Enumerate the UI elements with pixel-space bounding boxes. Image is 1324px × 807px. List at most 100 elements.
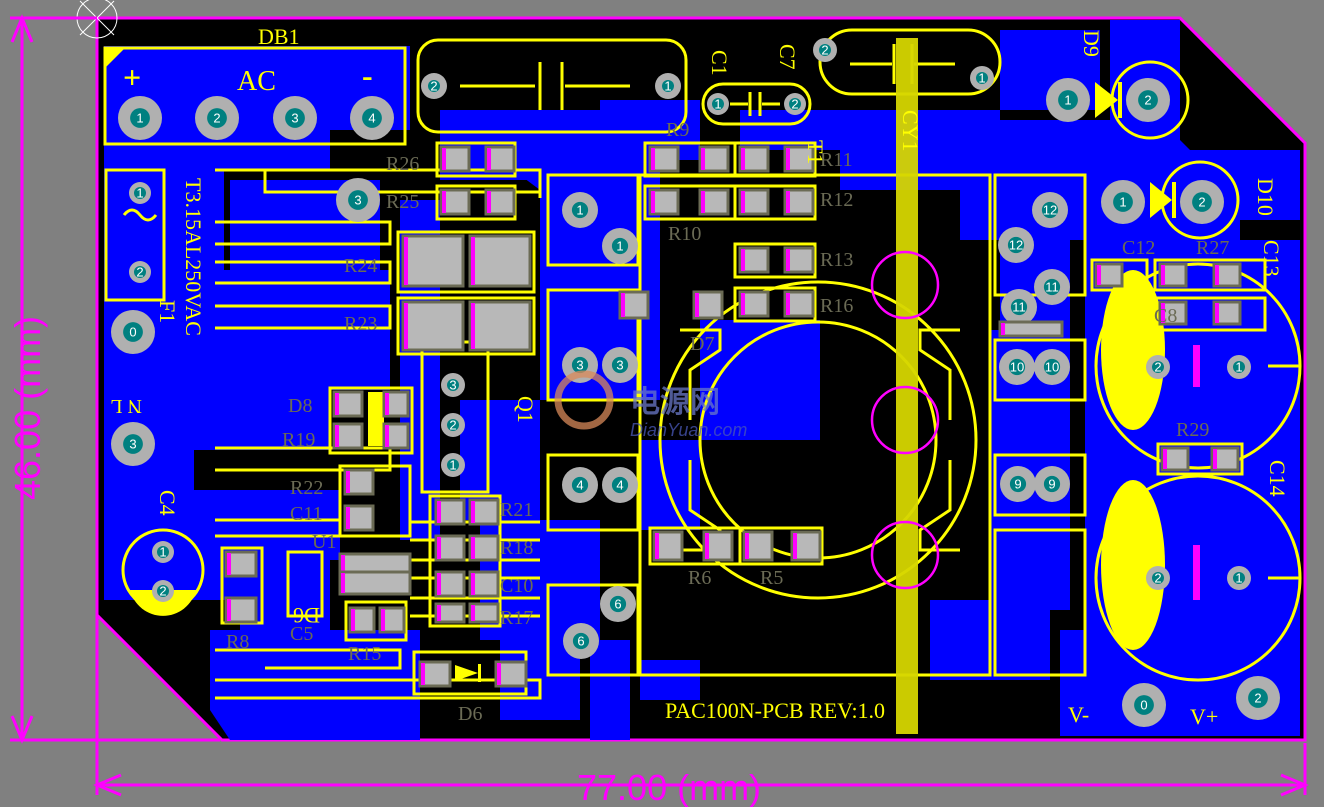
pad-hole-c7-1 bbox=[712, 98, 724, 110]
smd-pad-mark-45 bbox=[745, 533, 749, 559]
pad-hole-c14-1 bbox=[1152, 572, 1164, 584]
pad-hole-cy1-1 bbox=[819, 44, 831, 56]
smd-pad-mark-34 bbox=[471, 573, 475, 595]
smd-pad-5 bbox=[401, 234, 465, 288]
label-r9: R9 bbox=[666, 119, 689, 141]
smd-pad-mark-5 bbox=[404, 237, 408, 285]
pad-hole-c7-2 bbox=[789, 98, 801, 110]
smd-pad-56 bbox=[338, 570, 412, 596]
smd-pad-mark-49 bbox=[1215, 265, 1219, 285]
smd-pad-mark-53 bbox=[1213, 449, 1217, 469]
smd-pad-mark-39 bbox=[351, 609, 355, 631]
label-nl: N L bbox=[110, 395, 142, 417]
pad-hole-db1-1 bbox=[130, 108, 150, 128]
label-r10: R10 bbox=[668, 223, 701, 245]
smd-pad-36 bbox=[468, 602, 500, 624]
pad-number-q1-2: 2 bbox=[449, 418, 456, 433]
pad-number-out-1: 0 bbox=[1140, 698, 1147, 713]
pad-hole-f1-2 bbox=[134, 266, 146, 278]
smd-pad-mark-55 bbox=[341, 555, 345, 575]
pad-hole-t1-left-7 bbox=[609, 595, 627, 613]
smd-pad-mark-31 bbox=[437, 537, 441, 559]
pad-hole-q1-3 bbox=[447, 459, 459, 471]
smd-pad-mark-48 bbox=[1161, 265, 1165, 285]
label-d9: D9 bbox=[1079, 30, 1104, 57]
smd-pad-mark-3 bbox=[442, 191, 446, 213]
pad-number-db1-4: 4 bbox=[368, 111, 375, 126]
smd-pad-mark-1 bbox=[442, 148, 446, 170]
smd-pad-49 bbox=[1212, 262, 1242, 288]
smd-pad-mark-9 bbox=[651, 148, 655, 170]
pad-number-t1-left-6: 4 bbox=[616, 478, 623, 493]
smd-pad-mark-44 bbox=[705, 533, 709, 559]
label-r6: R6 bbox=[688, 567, 711, 589]
pad-hole-t1-left-9 bbox=[348, 190, 368, 210]
smd-pad-mark-32 bbox=[471, 537, 475, 559]
smd-pad-8 bbox=[468, 300, 532, 352]
pad-hole-t1-left-6 bbox=[611, 476, 629, 494]
smd-pad-mark-17 bbox=[741, 249, 745, 271]
pad-number-t1-right-3: 11 bbox=[1045, 280, 1059, 295]
smd-pad-mark-47 bbox=[1097, 265, 1101, 285]
label-r12: R12 bbox=[820, 189, 853, 211]
board-title: PAC100N-PCB REV:1.0 bbox=[665, 698, 885, 723]
label-d6: D6 bbox=[458, 703, 482, 725]
label-c7: C7 bbox=[775, 44, 800, 70]
pad-hole-t1-left-8 bbox=[572, 632, 590, 650]
pad-number-c14-1: 2 bbox=[1154, 571, 1161, 586]
pad-hole-t1-left-3 bbox=[571, 356, 589, 374]
pad-number-c8-1: 2 bbox=[1154, 360, 1161, 375]
smd-pad-mark-52 bbox=[1163, 449, 1167, 469]
label-r16: R16 bbox=[820, 295, 853, 317]
pad-hole-nl-2 bbox=[123, 434, 143, 454]
watermark: 电源网 DianYuan.com bbox=[554, 370, 747, 440]
pad-number-t1-right-4: 11 bbox=[1012, 300, 1026, 315]
pad-hole-t1-right-3 bbox=[1043, 278, 1061, 296]
pad-hole-f1-1 bbox=[134, 187, 146, 199]
smd-pad-48 bbox=[1158, 262, 1188, 288]
label-c10: C10 bbox=[500, 575, 533, 597]
smd-pad-6 bbox=[468, 234, 532, 288]
pad-hole-c4-2 bbox=[157, 585, 169, 597]
smd-pad-mark-56 bbox=[341, 573, 345, 593]
smd-pad-mark-4 bbox=[487, 191, 491, 213]
smd-pad-mark-35 bbox=[437, 605, 441, 621]
smd-pad-7 bbox=[401, 300, 465, 352]
pad-number-c7-1: 1 bbox=[714, 97, 721, 112]
label-r17: R17 bbox=[500, 607, 533, 629]
pad-number-t1-right-7: 9 bbox=[1014, 477, 1021, 492]
label-ac-minus: - bbox=[362, 57, 373, 93]
label-d10: D10 bbox=[1253, 178, 1278, 216]
label-ac: AC bbox=[237, 66, 276, 97]
pad-number-c1-2: 1 bbox=[664, 79, 671, 94]
pad-hole-t1-right-4 bbox=[1010, 298, 1028, 316]
smd-pad-mark-14 bbox=[786, 148, 790, 170]
pad-number-t1-left-8: 6 bbox=[577, 634, 584, 649]
label-t1: T1 bbox=[803, 140, 828, 164]
pad-hole-t1-left-1 bbox=[571, 201, 589, 219]
pad-number-d10-1: 1 bbox=[1119, 195, 1126, 210]
smd-pad-53 bbox=[1210, 446, 1240, 472]
pad-number-t1-right-1: 12 bbox=[1043, 203, 1057, 218]
label-r15: R15 bbox=[348, 643, 381, 665]
pad-number-c14-2: 1 bbox=[1235, 571, 1242, 586]
label-c1: C1 bbox=[707, 50, 732, 76]
smd-pad-52 bbox=[1160, 446, 1190, 472]
pad-hole-d9-1 bbox=[1058, 90, 1078, 110]
pad-hole-db1-2 bbox=[207, 108, 227, 128]
label-r13: R13 bbox=[820, 249, 853, 271]
pad-hole-t1-right-5 bbox=[1008, 358, 1026, 376]
pad-hole-c4-1 bbox=[157, 546, 169, 558]
pad-hole-t1-right-2 bbox=[1007, 236, 1025, 254]
label-r19: R19 bbox=[282, 429, 315, 451]
polarity-marks bbox=[130, 82, 1176, 682]
pad-number-db1-1: 1 bbox=[136, 111, 143, 126]
silk-text: DB1 AC + - PAC100N-PCB REV:1.0 V- V+ D6 … bbox=[110, 24, 1290, 729]
label-q1: Q1 bbox=[513, 396, 538, 423]
label-r24: R24 bbox=[344, 255, 377, 277]
label-c5: C5 bbox=[290, 623, 313, 645]
label-c14: C14 bbox=[1265, 460, 1290, 497]
pad-hole-d10-1 bbox=[1113, 192, 1133, 212]
label-f1: F1 bbox=[155, 300, 180, 323]
magenta-marks bbox=[1193, 345, 1200, 600]
